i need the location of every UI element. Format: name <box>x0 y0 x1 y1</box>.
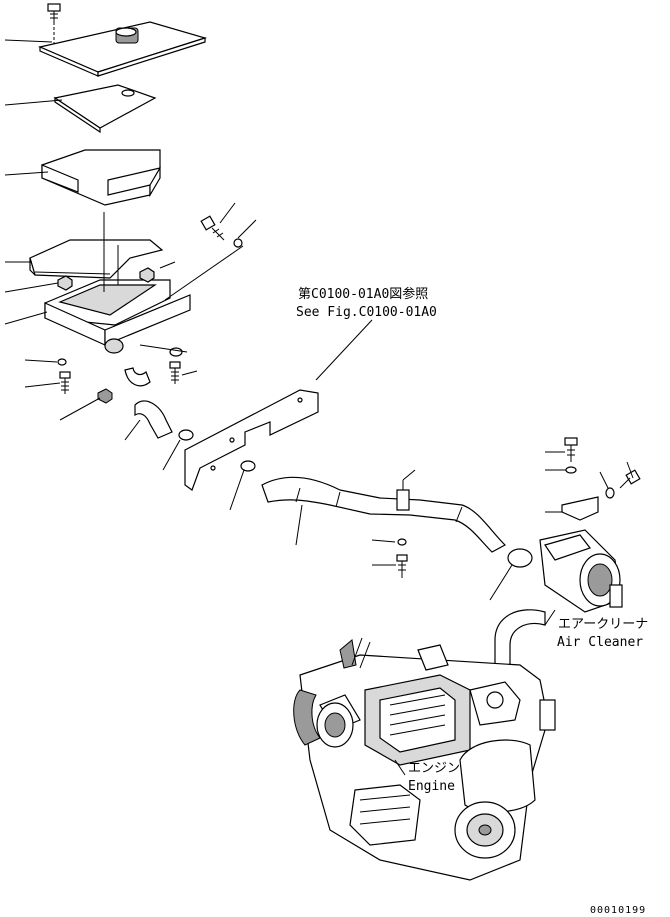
engine-wire-1 <box>351 637 363 666</box>
clamp-small-1 <box>178 429 194 441</box>
washer-left <box>57 358 67 366</box>
callout-leaders <box>4 39 634 776</box>
hose-clamp <box>396 480 410 511</box>
upper-seal <box>41 149 161 206</box>
intake-hose <box>261 476 506 553</box>
air-cleaner-bracket <box>561 496 599 521</box>
bolt-left <box>59 371 71 394</box>
bracket-washer <box>565 466 577 474</box>
clamp-bolt <box>396 554 408 578</box>
top-cover-plate <box>38 21 208 77</box>
nut-left <box>57 275 73 291</box>
reference-note-jp: 第C0100-01A0図参照 <box>298 286 428 302</box>
bracket-bolt-top <box>564 437 578 462</box>
washer-right <box>169 347 183 357</box>
engine-label-en: Engine <box>408 779 455 794</box>
side-washer <box>605 487 615 499</box>
air-cleaner-unit <box>539 529 623 613</box>
nut-right <box>139 267 155 283</box>
engine-wire-2 <box>359 641 371 669</box>
washer-upper <box>233 238 243 248</box>
bolt-upper <box>200 215 225 241</box>
top-screw <box>47 3 61 22</box>
nut-bottom <box>97 388 113 404</box>
clamp-small-2 <box>240 460 256 472</box>
drawing-number: 00010199 <box>590 905 646 916</box>
inlet-clamp <box>507 548 533 568</box>
box-tray <box>44 279 191 354</box>
gasket-plate <box>53 84 157 134</box>
side-bolt <box>619 469 641 489</box>
reference-leader <box>315 319 373 381</box>
short-hose <box>134 400 173 439</box>
bolt-right <box>169 361 181 384</box>
lower-seal <box>29 239 164 279</box>
small-elbow <box>124 367 151 387</box>
engine-block <box>293 639 556 881</box>
air-cleaner-label-jp: エアークリーナ <box>558 617 648 632</box>
engine-label-jp: エンジン <box>408 761 460 776</box>
clamp-washer <box>397 538 407 546</box>
mounting-bracket <box>184 389 319 491</box>
reference-note-en: See Fig.C0100-01A0 <box>296 305 437 320</box>
air-cleaner-label-en: Air Cleaner <box>557 635 643 650</box>
outlet-elbow <box>494 609 546 666</box>
bolt-leader <box>164 245 244 301</box>
